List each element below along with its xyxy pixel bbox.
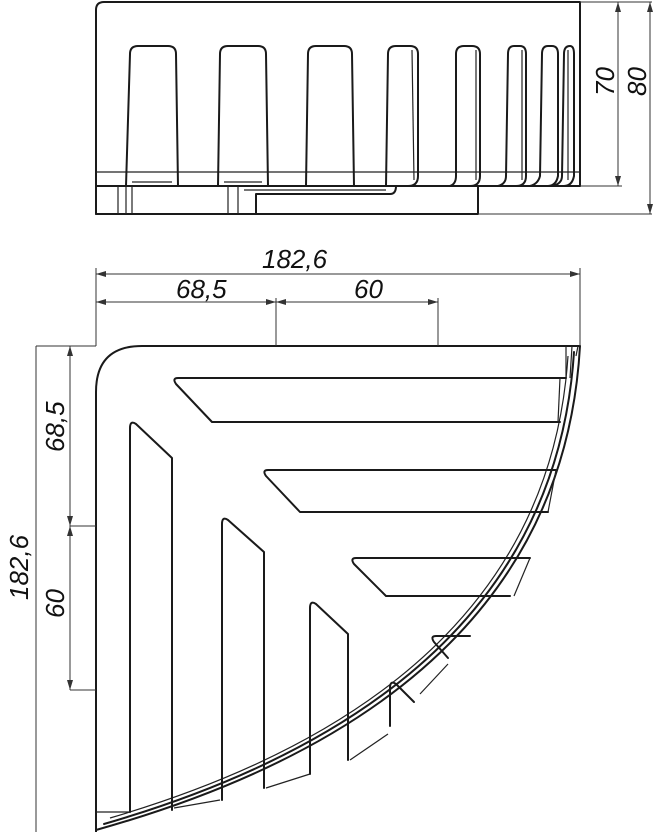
plan-front-arc-inner xyxy=(103,351,575,825)
dim-label-depth-segment-1: 68,5 xyxy=(40,401,70,452)
drain-profile xyxy=(255,185,397,215)
plan-depth-dimensions xyxy=(35,345,96,832)
height-dimensions xyxy=(478,1,653,215)
front-slots xyxy=(125,45,575,187)
dim-label-width-segment-1: 68,5 xyxy=(176,274,227,304)
plan-vertical-slots xyxy=(96,421,449,813)
front-elevation-view xyxy=(95,1,653,215)
plan-front-arc-outer xyxy=(95,345,581,831)
basket-outline xyxy=(95,1,581,215)
plan-horizontal-slots xyxy=(173,377,567,659)
dim-label-overall-depth: 182,6 xyxy=(4,534,34,600)
dim-label-depth-segment-2: 60 xyxy=(40,589,70,618)
dim-label-height-70: 70 xyxy=(590,67,620,96)
basket-foot xyxy=(95,185,479,215)
plan-outer-corner xyxy=(95,345,581,832)
dim-label-width-segment-2: 60 xyxy=(354,274,383,304)
dim-label-overall-width: 182,6 xyxy=(262,244,328,274)
plan-width-dimensions xyxy=(95,268,581,346)
plan-view xyxy=(35,268,581,832)
dim-label-height-80: 80 xyxy=(622,67,652,96)
